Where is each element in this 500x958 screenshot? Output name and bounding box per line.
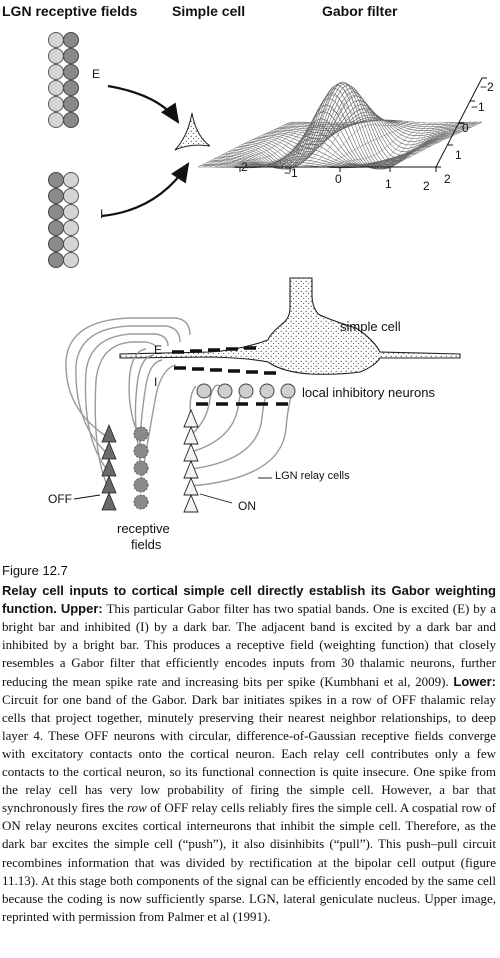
lower-text-1: Circuit for one band of the Gabor. Dark …	[2, 691, 496, 816]
y-tick-2: 0	[462, 121, 469, 135]
y-tick-1: −1	[471, 100, 485, 114]
gabor-mesh-line	[203, 121, 296, 168]
off-relay-cells	[101, 423, 117, 511]
receptive-label: receptive	[117, 521, 170, 536]
gabor-mesh-line	[316, 121, 409, 167]
gabor-axes	[236, 77, 487, 172]
on-relay-cells	[183, 408, 199, 513]
gabor-mesh-line	[322, 121, 415, 168]
lower-text-2: of OFF relay cells reliably fires the si…	[2, 800, 497, 924]
gabor-mesh-line	[361, 122, 454, 168]
gabor-mesh-line	[282, 95, 375, 166]
i-label-lower: I	[154, 375, 158, 389]
gabor-mesh-line	[237, 122, 330, 168]
figure-artwork	[48, 32, 487, 513]
gabor-mesh-line	[220, 122, 313, 168]
e-arrow	[107, 84, 180, 124]
inhibitory-neurons	[196, 383, 296, 399]
relay-label: LGN relay cells	[275, 470, 350, 482]
i-label-upper: I	[100, 207, 104, 221]
gabor-mesh-line	[310, 109, 403, 166]
gabor-mesh-line	[271, 121, 364, 167]
simple-cell-label: simple cell	[340, 319, 401, 334]
simple-cell-title: Simple cell	[172, 3, 246, 19]
lgn-receptive-fields-title: LGN receptive fields	[2, 3, 138, 19]
gabor-mesh-line	[305, 95, 398, 166]
relay-axons	[65, 317, 295, 490]
gabor-mesh-line	[356, 122, 449, 168]
gabor-mesh-line	[293, 81, 387, 165]
row-word: row	[127, 800, 147, 816]
gabor-mesh-line	[197, 121, 291, 168]
caption-heading: Relay cell inputs to cortical simple cel…	[2, 583, 496, 617]
fields-label: fields	[131, 537, 162, 552]
gabor-mesh-line	[209, 121, 302, 168]
gabor-surface	[197, 81, 483, 170]
gabor-mesh-line	[389, 121, 483, 168]
lgn-e-circles	[48, 32, 79, 128]
e-synapses	[172, 346, 256, 354]
lower-label: Lower:	[453, 673, 496, 689]
on-label: ON	[238, 499, 256, 513]
receptive-field-circles	[133, 426, 149, 510]
gabor-mesh-line	[288, 85, 381, 166]
gabor-mesh-line	[276, 109, 370, 166]
gabor-mesh-line	[214, 122, 308, 168]
off-pointer	[73, 494, 101, 500]
x-tick-0: −2	[234, 160, 248, 174]
e-label-upper: E	[92, 67, 101, 81]
figure-caption: Figure 12.7 Relay cell inputs to cortica…	[2, 562, 496, 926]
on-pointer	[199, 493, 233, 504]
gabor-mesh-line	[333, 122, 426, 168]
x-tick-1: −1	[284, 166, 298, 180]
inhibitory-label: local inhibitory neurons	[302, 385, 435, 400]
gabor-mesh-line	[373, 122, 466, 168]
y-tick-3: 1	[455, 148, 462, 162]
i-arrow	[101, 162, 190, 218]
upper-text: This particular Gabor filter has two spa…	[2, 601, 497, 689]
x-tick-2: 0	[335, 172, 342, 186]
figure-number: Figure 12.7	[2, 563, 68, 578]
caption-body: Relay cell inputs to cortical simple cel…	[2, 582, 496, 926]
gabor-filter-title: Gabor filter	[322, 3, 398, 19]
y-tick-4: 2	[444, 172, 451, 186]
gabor-mesh-line	[231, 122, 325, 168]
i-synapses	[174, 366, 276, 375]
upper-label: Upper:	[60, 601, 103, 617]
simple-cell-lower	[119, 277, 461, 375]
gabor-mesh-line	[265, 121, 358, 168]
off-label: OFF	[48, 492, 72, 506]
lgn-i-circles	[48, 172, 79, 268]
x-tick-3: 1	[385, 177, 392, 191]
gabor-mesh-line	[327, 122, 421, 168]
y-tick-0: −2	[480, 80, 494, 94]
gabor-mesh-line	[384, 121, 477, 168]
gabor-mesh-line	[226, 122, 319, 168]
e-label-lower: E	[154, 343, 163, 357]
simple-cell-soma	[174, 112, 211, 151]
x-tick-4: 2	[423, 179, 430, 193]
